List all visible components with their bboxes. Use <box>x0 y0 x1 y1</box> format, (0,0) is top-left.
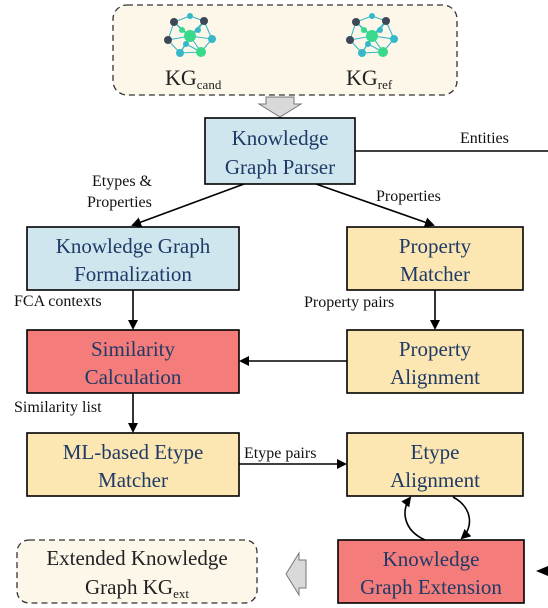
extension-line1: Knowledge <box>383 547 480 571</box>
graph-node <box>183 41 189 47</box>
knowledge-graph-parser-box <box>204 117 356 185</box>
graph-node <box>358 49 366 57</box>
graph-node <box>196 47 206 57</box>
extended-knowledge-graph-output <box>16 539 258 604</box>
extension-to-alignment-loop <box>401 496 426 541</box>
property-pairs-label: Property pairs <box>304 294 394 311</box>
property-alignment-line1: Property <box>399 337 472 361</box>
parser-to-property-matcher-edge <box>315 183 435 228</box>
graph-node <box>187 13 193 19</box>
ml-etype-matcher-box <box>26 432 240 497</box>
knowledge-graph-formalization-box <box>26 226 240 291</box>
property-matcher-line1: Property <box>399 234 472 258</box>
graph-node <box>390 35 398 43</box>
graph-node <box>346 36 354 44</box>
graph-node <box>361 27 367 33</box>
graph-node <box>200 17 208 25</box>
etypes-properties-label-2: Properties <box>87 194 152 211</box>
output-line2: Graph KGext <box>85 575 189 601</box>
property-matcher-line2: Matcher <box>400 262 470 286</box>
fca-contexts-label: FCA contexts <box>14 293 102 310</box>
formalization-line1: Knowledge Graph <box>56 234 211 258</box>
graph-node <box>366 30 378 42</box>
similarity-line2: Calculation <box>85 365 182 389</box>
property-alignment-line2: Alignment <box>390 365 480 389</box>
etype-alignment-line1: Etype <box>411 440 460 464</box>
graph-node <box>176 49 184 57</box>
output-line1: Extended Knowledge <box>46 546 227 570</box>
arrow-down-icon <box>257 96 303 118</box>
etype-pairs-label: Etype pairs <box>244 445 316 462</box>
graph-node <box>382 17 390 25</box>
parser-to-formalization-edge <box>131 183 245 227</box>
formalization-line2: Formalization <box>74 262 192 286</box>
similarity-list-label: Similarity list <box>14 399 102 416</box>
graph-node <box>378 47 388 57</box>
alignment-to-extension-loop <box>452 496 472 540</box>
properties-label: Properties <box>376 188 441 205</box>
etype-matcher-line1: ML-based Etype <box>63 440 204 464</box>
network-graph-icon <box>164 13 216 57</box>
network-graph-icon <box>346 13 398 57</box>
graph-node <box>195 27 201 33</box>
etype-alignment-box <box>346 432 524 497</box>
graph-node <box>365 41 371 47</box>
kg-ref-label: KGref <box>346 65 393 92</box>
graph-node <box>179 27 185 33</box>
etype-alignment-line2: Alignment <box>390 468 480 492</box>
extension-line2: Graph Extension <box>360 575 502 599</box>
graph-node <box>369 13 375 19</box>
parser-line1: Knowledge <box>232 126 329 150</box>
graph-node <box>208 35 216 43</box>
parser-line2: Graph Parser <box>225 155 335 179</box>
etype-matcher-line2: Matcher <box>98 468 168 492</box>
entities-label: Entities <box>460 130 509 147</box>
graph-node <box>184 30 196 42</box>
graph-node <box>352 18 360 26</box>
arrow-left-icon <box>285 551 307 597</box>
kg-cand-label: KGcand <box>165 65 222 92</box>
etypes-properties-label-1: Etypes & <box>92 173 153 190</box>
property-matcher-box <box>346 226 524 291</box>
similarity-line1: Similarity <box>91 337 176 361</box>
graph-node <box>377 27 383 33</box>
graph-node <box>164 36 172 44</box>
entities-into-extension-arrowhead <box>536 566 548 576</box>
knowledge-graph-extension-box <box>337 539 525 604</box>
graph-node <box>170 18 178 26</box>
